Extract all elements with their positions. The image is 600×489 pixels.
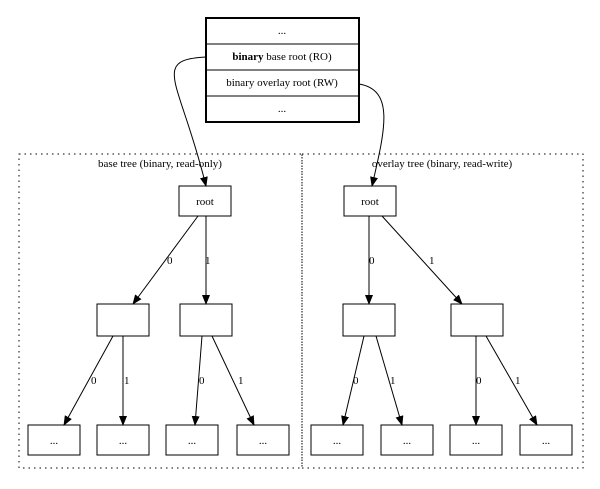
leaf-label: ... — [259, 435, 268, 447]
edge-label: 1 — [390, 375, 396, 387]
leaf-node: ... — [165, 424, 219, 456]
edge-label: 0 — [167, 255, 173, 267]
edge-base-right-left — [191, 335, 203, 426]
base-tree-cluster: base tree (binary, read-only) — [18, 153, 303, 469]
leaf-label: ... — [119, 435, 128, 447]
leaf-label: ... — [333, 435, 342, 447]
record-row-overlay-root: binary overlay root (RW) — [226, 77, 338, 89]
leaf-label: ... — [188, 435, 197, 447]
base-right-node — [179, 303, 233, 337]
base-root-node: root — [178, 185, 232, 217]
leaf-label: ... — [403, 435, 412, 447]
record-row-bottom: ... — [278, 103, 287, 115]
leaf-node: ... — [380, 424, 434, 456]
leaf-label: ... — [542, 435, 551, 447]
base-tree-label: base tree (binary, read-only) — [98, 158, 222, 170]
edge-label: 0 — [199, 375, 205, 387]
overlay-root-node: root — [343, 185, 397, 217]
edge-base-right-right — [211, 335, 255, 426]
base-left-node — [96, 303, 150, 337]
edge-overlay-right-right — [485, 335, 538, 426]
overlay-tree-cluster: overlay tree (binary, read-write) — [301, 153, 584, 469]
edge-base-left-left — [63, 335, 114, 426]
edge-label: 0 — [353, 375, 359, 387]
edge-record-to-base-root — [173, 56, 208, 187]
edge-base-root-left — [132, 215, 199, 305]
leaf-node: ... — [96, 424, 150, 456]
edge-record-to-overlay-root — [358, 83, 385, 187]
edge-label: 0 — [476, 375, 482, 387]
edge-label: 1 — [515, 375, 521, 387]
record-row-top: ... — [278, 25, 287, 37]
edge-label: 1 — [205, 255, 211, 267]
leaf-node: ... — [519, 424, 573, 456]
record-row-base-root: binary base root (RO) — [232, 51, 332, 63]
edge-overlay-left-right — [375, 335, 404, 426]
leaf-label: ... — [50, 435, 59, 447]
base-root-label: root — [196, 196, 214, 208]
edge-label: 1 — [124, 375, 130, 387]
overlay-left-node — [342, 303, 396, 337]
leaf-node: ... — [27, 424, 81, 456]
leaf-node: ... — [449, 424, 503, 456]
overlay-tree-label: overlay tree (binary, read-write) — [372, 158, 513, 170]
leaf-label: ... — [472, 435, 481, 447]
record-node: ... binary base root (RO) binary overlay… — [205, 17, 360, 123]
edge-overlay-left-left — [341, 335, 365, 426]
leaf-node: ... — [310, 424, 364, 456]
edge-label: 1 — [429, 255, 435, 267]
leaf-node: ... — [236, 424, 290, 456]
overlay-root-label: root — [361, 196, 379, 208]
edge-overlay-root-right — [381, 215, 463, 305]
edge-label: 1 — [238, 375, 244, 387]
edge-label: 0 — [91, 375, 97, 387]
edge-label: 0 — [369, 255, 375, 267]
overlay-right-node — [450, 303, 504, 337]
